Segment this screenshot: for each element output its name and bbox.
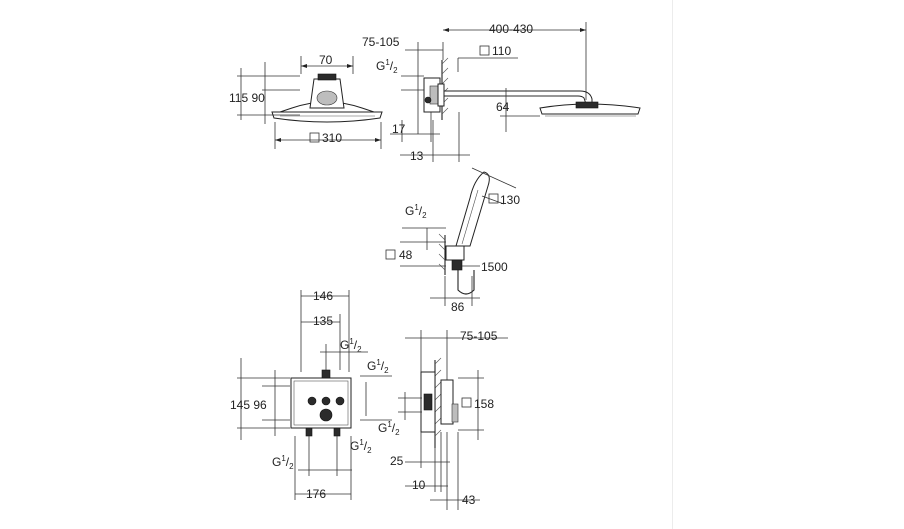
thread-valve-top: G1/2 xyxy=(340,337,362,354)
right-blank-panel xyxy=(672,0,904,529)
dim-heights: 115 90 xyxy=(229,91,265,105)
dim-arm-length: 400-430 xyxy=(489,22,533,36)
valve-side-view: 75-105 158 G1/2 25 10 43 xyxy=(378,329,508,510)
thread-valve-right: G1/2 xyxy=(367,358,389,375)
dim-wall-depth: 75-105 xyxy=(362,35,400,49)
dim-hose: 1500 xyxy=(481,260,508,274)
thread-hand: G1/2 xyxy=(405,203,427,220)
dim-drop: 64 xyxy=(496,100,510,114)
dim-d43: 43 xyxy=(462,493,476,507)
dim-valve-heights: 145 96 xyxy=(230,398,267,412)
thread-valve-bl: G1/2 xyxy=(272,454,294,471)
dim-spacing: 86 xyxy=(451,300,465,314)
valve-front-view: 146 135 G1/2 G1/2 145 96 G1/2 G1/2 176 xyxy=(230,289,392,501)
thread-top: G1/2 xyxy=(376,58,398,75)
thread-valve-side: G1/2 xyxy=(378,420,400,437)
dim-d10: 10 xyxy=(412,478,426,492)
dim-d25: 25 xyxy=(390,454,404,468)
dim-offset-17: 17 xyxy=(392,122,406,136)
dim-top-width: 70 xyxy=(319,53,333,67)
dim-w135: 135 xyxy=(313,314,333,328)
dim-w176: 176 xyxy=(306,487,326,501)
dim-valve-plate: 158 xyxy=(474,397,494,411)
dim-holder: 48 xyxy=(399,248,413,262)
dim-head: 130 xyxy=(500,193,520,207)
dim-valve-depth: 75-105 xyxy=(460,329,498,343)
dim-w146: 146 xyxy=(313,289,333,303)
dim-plate: 110 xyxy=(492,44,511,58)
hand-shower-view: 130 G1/2 48 1500 86 xyxy=(385,167,520,314)
thread-valve-br: G1/2 xyxy=(350,438,372,455)
shower-head-front-view: 70 115 90 310 xyxy=(229,53,383,149)
dim-offset-13: 13 xyxy=(410,149,424,163)
dim-head-width: 310 xyxy=(322,131,342,145)
shower-arm-side-view: 75-105 400-430 110 G1/2 64 17 13 xyxy=(362,22,641,163)
